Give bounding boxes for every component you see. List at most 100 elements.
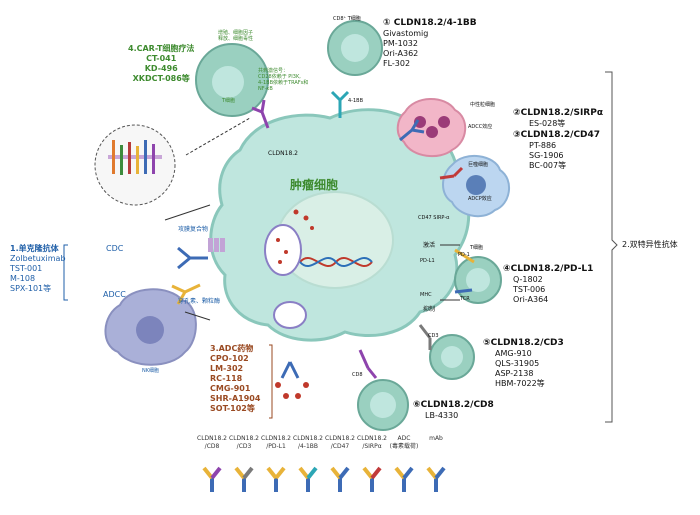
section-car-title: 4.CAR-T细胞疗法 (128, 44, 195, 53)
drug-item: RC-118 (210, 374, 243, 383)
dna-helix-icon (299, 256, 373, 268)
bispecific-brace (605, 71, 618, 423)
pd1-label: PD-1 (458, 252, 470, 258)
zoom-inset-receptors (108, 140, 162, 175)
adcc-effect-label: ADCC效应 (468, 124, 493, 130)
lysosome (273, 301, 307, 329)
zoom-guide-line (185, 117, 251, 156)
section-mab: 1.单克隆抗体 Zolbetuximab TST-001 M-108 SPX-1… (10, 244, 66, 294)
section-car: 4.CAR-T细胞疗法 CT-041 KD-496 XKDCT-086等 (128, 44, 194, 84)
drug-item: CMG-901 (210, 384, 251, 393)
car-note-costim: 共刺激信号： CD28依赖于 PI3K, 4-1BB依赖于TRAFs和 NF-κ… (258, 68, 309, 92)
activate-label: 激活 (423, 242, 436, 249)
drug-item: ES-028等 (529, 119, 566, 129)
mab-antibody-icon (171, 246, 208, 305)
zoom-inset-circle (94, 124, 176, 206)
adc-bracket (269, 344, 273, 419)
cldn-label: CLDN18.2 (268, 150, 298, 157)
nk-cell-label: NK细胞 (142, 368, 160, 374)
legend-label: mAb (429, 435, 443, 442)
mab-bracket (63, 244, 68, 301)
receptor-arm-icons (251, 90, 475, 379)
adcc-label: ADCC (103, 290, 126, 299)
complement-complex-icon (208, 238, 225, 252)
cdc-label: CDC (106, 244, 124, 253)
drug-item: CPO-102 (210, 354, 249, 363)
section-mab-title: 1.单克隆抗体 (10, 244, 59, 253)
drug-item: QLS-31905 (495, 359, 540, 369)
tcr-label: TCR (460, 296, 470, 302)
legend-antibody-icon (330, 466, 350, 492)
section-cd8-title: ⑥CLDN18.2/CD8 (413, 400, 494, 410)
drug-item: HBM-7022等 (495, 379, 545, 389)
legend-antibody-icon (394, 466, 414, 492)
section-41bb-title: ① CLDN18.2/4-1BB (383, 18, 477, 28)
drug-item: LB-4330 (425, 411, 459, 421)
drug-item: Zolbetuximab (10, 254, 66, 263)
legend-label: CLDN18.2 /CD47 (325, 435, 355, 450)
neutrophil-label: 中性粒细胞 (470, 102, 496, 108)
legend-label: CLDN18.2 /PD-L1 (261, 435, 291, 450)
perforin-label: 穿孔素、颗粒酶 (178, 298, 221, 305)
legend-label: CLDN18.2 /SIRPα (357, 435, 387, 450)
drug-item: CT-041 (146, 54, 177, 63)
legend-label: CLDN18.2 /CD3 (229, 435, 259, 450)
section-cd3-title: ⑤CLDN18.2/CD3 (483, 338, 564, 348)
section-cd47: ③CLDN18.2/CD47 PT-886 SG-1906 BC-007等 (513, 130, 600, 171)
41bb-label: 4-1BB (348, 98, 364, 104)
drug-item: FL-302 (383, 59, 411, 69)
cd8t-top-label: CD8⁺ T细胞 (333, 16, 361, 22)
drug-item: SPX-101等 (10, 284, 52, 293)
section-sirpa: ②CLDN18.2/SIRPα ES-028等 (513, 108, 603, 129)
car-inner-label: T细胞 (222, 98, 236, 104)
legend-antibody-icons (202, 466, 446, 492)
cd47-sirpa-label: CD47 SIRP-α (418, 215, 450, 221)
drug-item: XKDCT-086等 (132, 74, 190, 83)
drug-item: SHR-A1904 (210, 394, 261, 403)
legend-antibody-icon (234, 466, 254, 492)
section-adc-title: 3.ADC药物 (210, 344, 254, 353)
legend-antibody-icon (202, 466, 222, 492)
pdl1-label: PD-L1 (420, 258, 435, 264)
legend-antibody-icon (298, 466, 318, 492)
endosome (264, 224, 302, 276)
arrows (164, 204, 460, 321)
section-pdl1: ④CLDN18.2/PD-L1 Q-1802 TST-006 Ori-A364 (503, 264, 593, 305)
adcp-effect-label: ADCP效应 (468, 196, 492, 202)
tcell-label: T细胞 (470, 245, 484, 251)
drug-item: LM-302 (210, 364, 244, 373)
drug-item: BC-007等 (529, 161, 567, 171)
section-pdl1-title: ④CLDN18.2/PD-L1 (503, 264, 594, 274)
mhc-label: MHC (420, 292, 432, 298)
macrophage-label: 巨噬细胞 (468, 162, 489, 168)
drug-item: TST-001 (10, 264, 43, 273)
car-note-proliferation: 增殖、细胞因子 释放、细胞毒性 (218, 30, 254, 42)
legend-label: CLDN18.2 /4-1BB (293, 435, 323, 450)
adc-payload-icons (275, 382, 309, 399)
drug-item: KD-496 (144, 64, 178, 73)
bispecific-title: 2.双特异性抗体 (622, 240, 678, 249)
cd8-label: CD8 (352, 372, 363, 378)
section-cd47-title: ③CLDN18.2/CD47 (513, 130, 601, 140)
cd3-label: CD3 (428, 333, 439, 339)
section-41bb: ① CLDN18.2/4-1BB Givastomig PM-1032 Ori-… (383, 18, 477, 69)
complement-label: 攻膜复合物 (178, 226, 209, 233)
section-adc: 3.ADC药物 CPO-102 LM-302 RC-118 CMG-901 SH… (210, 344, 260, 414)
legend-label: ADC (毒素载荷) (389, 435, 419, 450)
drug-item: ASP-2138 (495, 369, 534, 379)
drug-item: PT-886 (529, 141, 557, 151)
drug-item: Ori-A364 (513, 295, 549, 305)
drug-item: AMG-910 (495, 349, 532, 359)
drug-item: M-108 (10, 274, 36, 283)
section-cd8: ⑥CLDN18.2/CD8 LB-4330 (413, 400, 494, 421)
drug-item: PM-1032 (383, 39, 418, 49)
legend-antibody-icon (266, 466, 286, 492)
neutrophil-nucleus (414, 116, 450, 138)
payload-dots (276, 209, 314, 264)
drug-item: TST-006 (513, 285, 546, 295)
legend-antibody-icon (362, 466, 382, 492)
drug-item: Q-1802 (513, 275, 543, 285)
legend-antibody-icon (426, 466, 446, 492)
legend-label: CLDN18.2 /CD8 (197, 435, 227, 450)
